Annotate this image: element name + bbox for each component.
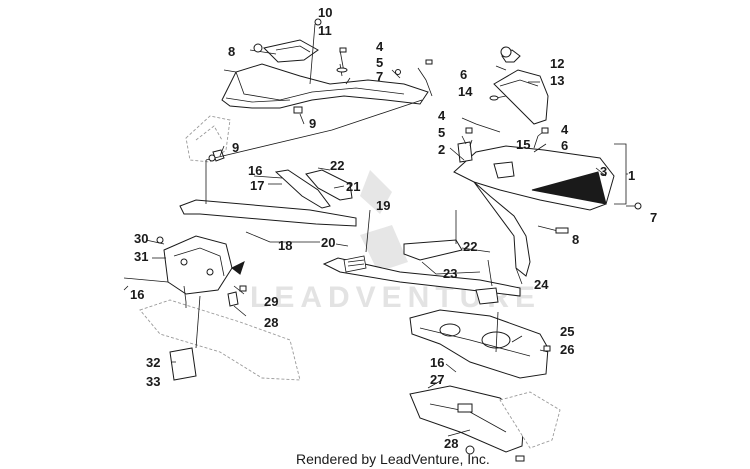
callout-31: 31: [134, 249, 148, 264]
callout-8: 8: [572, 232, 579, 247]
callout-28: 28: [444, 436, 458, 451]
callout-4: 4: [561, 122, 569, 137]
callout-10: 10: [318, 5, 332, 20]
frame-ghost-lower: [139, 299, 301, 381]
callout-labels: 10 11 8 4 5 7 6 9 9 12 13 14 4 5 2 15 4 …: [130, 5, 657, 451]
callout-17: 17: [250, 178, 264, 193]
callout-24: 24: [534, 277, 549, 292]
cup-holder: [493, 49, 549, 125]
floor-panel-right: [409, 309, 549, 379]
callout-30: 30: [134, 231, 148, 246]
callout-14: 14: [458, 84, 473, 99]
callout-20: 20: [321, 235, 335, 250]
callout-13: 13: [550, 73, 564, 88]
center-console-upper: [453, 145, 615, 277]
fasteners: [156, 18, 642, 462]
clip-plate-32: [169, 347, 197, 381]
support-bracket: [179, 169, 357, 227]
callout-2: 2: [438, 142, 445, 157]
frame-ghost-right: [499, 391, 561, 449]
callout-8: 8: [228, 44, 235, 59]
callout-29: 29: [264, 294, 278, 309]
callout-15: 15: [516, 137, 530, 152]
callout-16: 16: [430, 355, 444, 370]
bracket-28: [227, 291, 239, 307]
mount-plate-left: [163, 235, 245, 295]
callout-16: 16: [248, 163, 262, 178]
vent-cover: [263, 39, 319, 63]
callout-32: 32: [146, 355, 160, 370]
callout-6: 6: [561, 138, 568, 153]
callout-12: 12: [550, 56, 564, 71]
watermark-logo: [360, 170, 408, 272]
callout-28: 28: [264, 315, 278, 330]
callout-4: 4: [438, 108, 446, 123]
callout-21: 21: [346, 179, 360, 194]
callout-11: 11: [318, 23, 332, 38]
callout-19: 19: [376, 198, 390, 213]
callout-7: 7: [376, 69, 383, 84]
clip-9: [293, 106, 303, 114]
retainer-2: [457, 141, 473, 163]
callout-7: 7: [650, 210, 657, 225]
callout-3: 3: [600, 164, 607, 179]
callout-5: 5: [376, 55, 383, 70]
skid-plate: [409, 385, 525, 453]
callout-23: 23: [443, 266, 457, 281]
callout-9: 9: [309, 116, 316, 131]
callout-6: 6: [460, 67, 467, 82]
callout-27: 27: [430, 372, 444, 387]
callout-9: 9: [232, 140, 239, 155]
callout-22: 22: [330, 158, 344, 173]
callout-4: 4: [376, 39, 384, 54]
callout-26: 26: [560, 342, 574, 357]
callout-18: 18: [278, 238, 292, 253]
callout-33: 33: [146, 374, 160, 389]
brace-arm: [322, 239, 521, 305]
callout-16: 16: [130, 287, 144, 302]
render-credit: Rendered by LeadVenture, Inc.: [296, 451, 490, 467]
dash-panel-upper: [221, 63, 429, 109]
callout-25: 25: [560, 324, 574, 339]
callout-22: 22: [463, 239, 477, 254]
callout-1: 1: [628, 168, 635, 183]
callout-5: 5: [438, 125, 445, 140]
